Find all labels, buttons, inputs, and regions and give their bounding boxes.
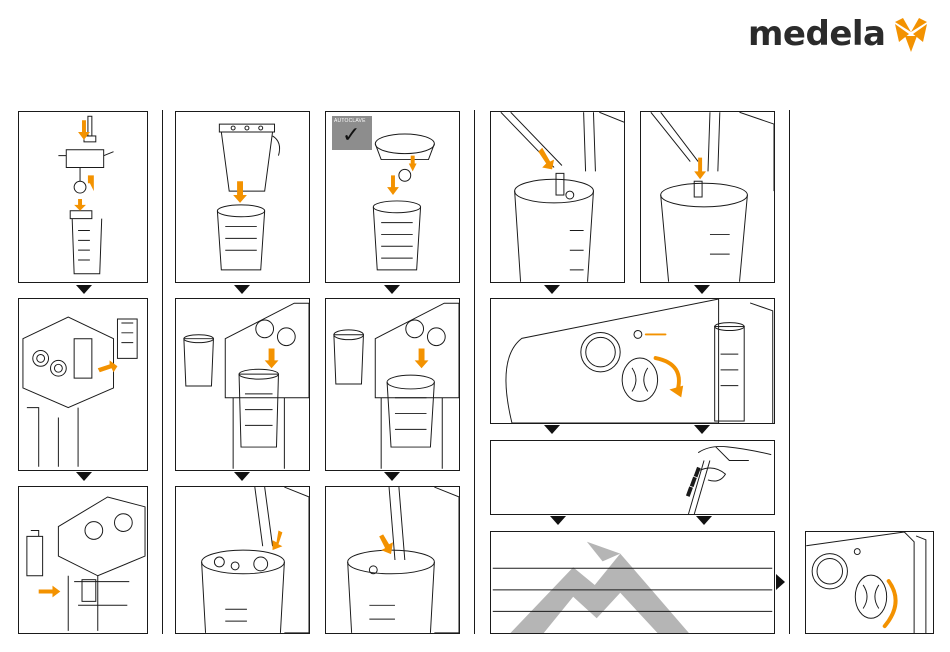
step-arrow-down <box>694 285 710 294</box>
arrow-up-icon <box>409 156 417 172</box>
arrow-right-icon <box>39 586 61 598</box>
step-panel-connect-parts <box>18 111 148 283</box>
arrow-down-icon <box>538 148 554 170</box>
arrow-down-icon <box>694 158 706 180</box>
step-panel-insert-liner <box>175 111 310 283</box>
step-panel-hand-tube <box>490 440 775 515</box>
step-panel-connect-tube <box>175 486 310 634</box>
step-arrow-down <box>76 472 92 481</box>
column-divider <box>789 110 790 634</box>
step-panel-autoclave-lid: AUTOCLAVE ✓ <box>325 111 460 283</box>
arrow-down-icon <box>387 175 399 195</box>
rotate-cw-icon <box>656 358 679 391</box>
arrow-up-icon <box>88 175 94 191</box>
mountain-icon <box>510 542 688 633</box>
step-panel-place-liner <box>175 298 310 471</box>
medela-flower-logo-icon <box>891 14 931 54</box>
step-panel-patient-tube <box>640 111 775 283</box>
step-arrow-down <box>384 285 400 294</box>
step-panel-connect-tube-jar <box>325 486 460 634</box>
step-arrow-right <box>776 574 785 590</box>
step-panel-vacuum-tube <box>490 111 625 283</box>
arrow-down-icon <box>415 349 429 369</box>
arrow-down-icon <box>233 181 247 203</box>
arrow-down-icon <box>74 199 86 211</box>
step-panel-mountain-symbol <box>490 531 775 634</box>
step-arrow-down <box>234 472 250 481</box>
arrow-down-icon <box>379 534 393 554</box>
medela-logo: medela <box>748 14 931 54</box>
step-panel-place-jar <box>325 298 460 471</box>
brand-name: medela <box>748 14 885 54</box>
step-panel-attach-bracket <box>18 486 148 634</box>
step-arrow-down <box>76 285 92 294</box>
step-arrow-down <box>550 516 566 525</box>
arrow-left-icon <box>98 360 118 372</box>
step-arrow-down <box>694 425 710 434</box>
step-arrow-down <box>544 285 560 294</box>
step-panel-turn-on-regulator <box>490 298 775 424</box>
step-panel-turn-off-regulator <box>805 531 934 634</box>
step-panel-mount-container <box>18 298 148 471</box>
step-arrow-down <box>384 472 400 481</box>
step-arrow-down <box>234 285 250 294</box>
column-divider <box>474 110 475 634</box>
step-arrow-down <box>544 425 560 434</box>
step-arrow-down <box>696 516 712 525</box>
arrow-down-icon <box>273 530 283 550</box>
arrow-down-icon <box>265 349 279 369</box>
column-divider <box>162 110 163 634</box>
